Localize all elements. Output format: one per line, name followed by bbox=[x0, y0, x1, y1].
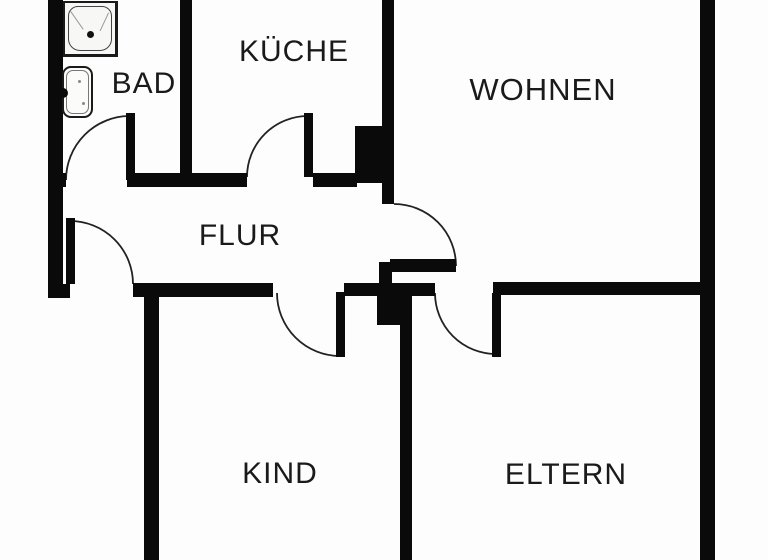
sink-detail-dot bbox=[78, 80, 81, 83]
wall-bad-kueche bbox=[180, 0, 192, 183]
room-label-kueche: KÜCHE bbox=[238, 35, 350, 68]
sink-detail-dot bbox=[82, 102, 85, 105]
room-label-eltern: ELTERN bbox=[504, 458, 628, 491]
door-leaf-kind bbox=[336, 292, 345, 357]
room-label-wohnen: WOHNEN bbox=[469, 72, 617, 107]
bathtub-icon bbox=[63, 1, 118, 57]
wall-kind-top bbox=[133, 283, 273, 297]
wall-bad-bottom-stub bbox=[48, 173, 66, 187]
door-leaf-eltern bbox=[492, 293, 501, 357]
wall-kueche-bottom-right bbox=[313, 173, 357, 187]
wall-kueche-wohnen bbox=[382, 0, 394, 204]
door-arc-bad bbox=[65, 115, 131, 181]
chimney-block bbox=[355, 126, 382, 183]
wall-jamb-wohnen-door bbox=[379, 262, 392, 295]
wall-kind-top-right bbox=[344, 283, 377, 296]
wall-eltern-top-left bbox=[408, 283, 435, 296]
sink-faucet bbox=[58, 88, 68, 98]
door-arc-wohnen bbox=[393, 203, 457, 267]
wall-kind-left bbox=[144, 283, 159, 560]
door-arc-kind bbox=[276, 292, 341, 357]
door-leaf-kueche bbox=[304, 113, 313, 177]
wall-kind-eltern bbox=[400, 295, 412, 560]
sink-icon bbox=[58, 66, 93, 118]
door-leaf-bad bbox=[126, 113, 135, 180]
room-label-kind: KIND bbox=[242, 457, 318, 490]
wall-flur-bottom-corner bbox=[48, 284, 70, 298]
room-label-flur: FLUR bbox=[198, 219, 282, 252]
wall-outer-left bbox=[48, 0, 63, 298]
door-leaf-wohnen bbox=[390, 259, 456, 272]
room-label-bad: BAD bbox=[111, 67, 177, 100]
wall-flur-top bbox=[127, 173, 247, 187]
door-arc-eltern bbox=[434, 292, 497, 355]
sink-basin bbox=[66, 70, 89, 114]
door-leaf-entry bbox=[66, 218, 75, 284]
door-arc-kueche bbox=[246, 115, 309, 178]
door-arc-entry bbox=[69, 220, 134, 285]
bathtub-basin bbox=[68, 6, 112, 51]
wall-outer-right bbox=[700, 0, 715, 560]
wall-wohnen-eltern bbox=[493, 282, 700, 295]
bathtub-drain bbox=[87, 31, 94, 38]
